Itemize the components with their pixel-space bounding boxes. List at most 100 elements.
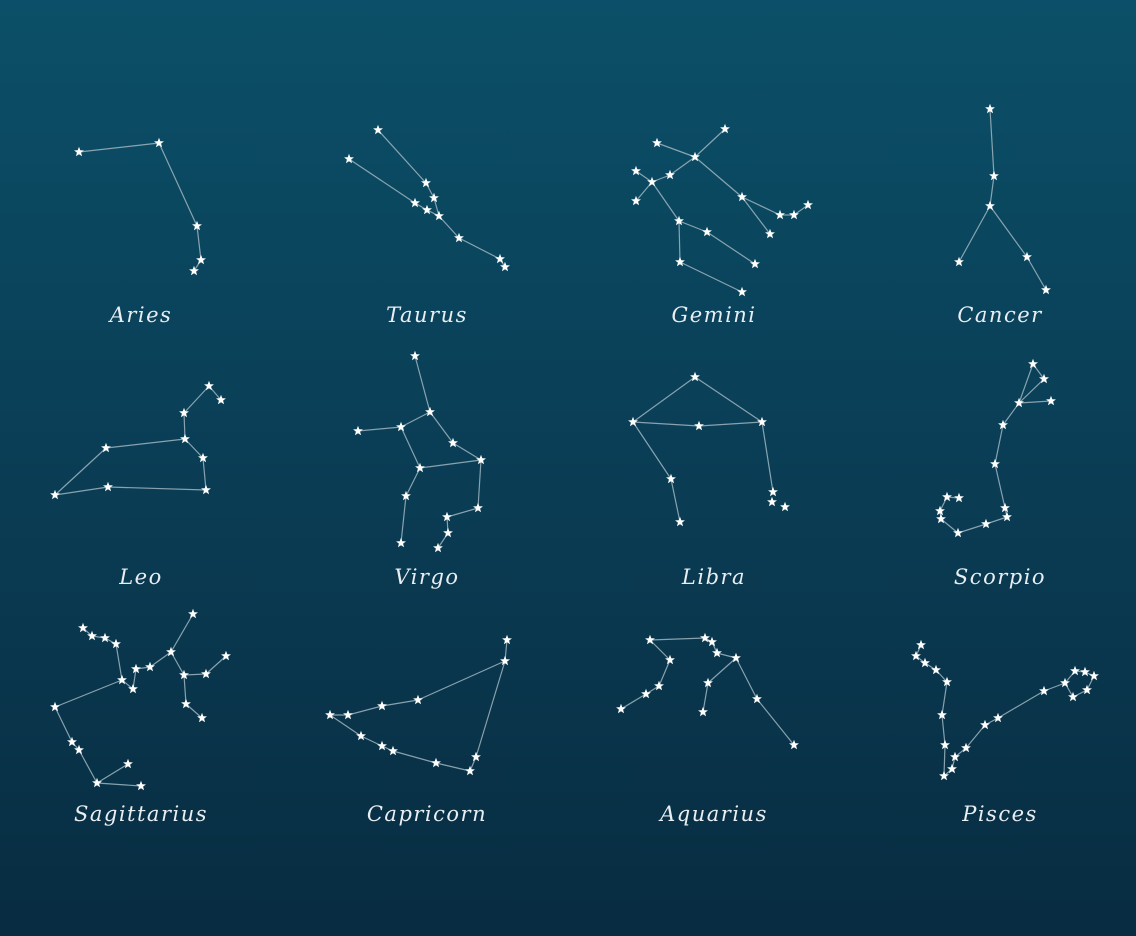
gemini-star-icon — [665, 169, 675, 180]
capricorn-star-icon — [413, 694, 423, 705]
aquarius-line — [658, 659, 671, 687]
scorpio-star-icon — [998, 419, 1008, 430]
gemini-line — [656, 142, 696, 158]
aries-star-icon — [74, 146, 84, 157]
constellation-leo — [50, 380, 226, 500]
sagittarius-star-icon — [87, 630, 97, 641]
taurus-star-icon — [373, 124, 383, 135]
gemini-line — [694, 156, 743, 198]
libra-star-icon — [666, 473, 676, 484]
gemini-star-icon — [675, 256, 685, 267]
sagittarius-star-icon — [128, 683, 138, 694]
constellation-sagittarius — [50, 608, 231, 791]
pisces-star-icon — [940, 739, 950, 750]
constellation-pisces — [911, 639, 1099, 781]
sagittarius-line — [54, 706, 73, 743]
aries-star-icon — [189, 265, 199, 276]
scorpio-star-icon — [981, 518, 991, 529]
pisces-star-icon — [937, 709, 947, 720]
capricorn-star-icon — [502, 634, 512, 645]
gemini-star-icon — [765, 228, 775, 239]
aquarius-line — [702, 682, 709, 713]
aquarius-star-icon — [698, 706, 708, 717]
pisces-star-icon — [942, 676, 952, 687]
leo-line — [105, 438, 186, 449]
virgo-star-icon — [410, 350, 420, 361]
scorpio-star-icon — [1039, 373, 1049, 384]
gemini-star-icon — [775, 209, 785, 220]
scorpio-star-icon — [935, 505, 945, 516]
virgo-star-icon — [415, 462, 425, 473]
virgo-star-icon — [473, 502, 483, 513]
gemini-star-icon — [652, 137, 662, 148]
leo-star-icon — [101, 442, 111, 453]
capricorn-line — [347, 705, 383, 716]
virgo-star-icon — [433, 542, 443, 553]
pisces-line — [941, 681, 948, 716]
aquarius-star-icon — [641, 688, 651, 699]
gemini-line — [694, 128, 726, 158]
cancer-line — [989, 108, 995, 177]
pisces-line — [941, 714, 946, 746]
constellation-aquarius — [616, 632, 799, 750]
sagittarius-line — [185, 703, 203, 719]
constellation-gemini — [631, 123, 813, 297]
leo-line — [183, 385, 210, 414]
libra-star-icon — [757, 416, 767, 427]
libra-line — [694, 376, 763, 423]
aquarius-line — [649, 639, 671, 661]
cancer-star-icon — [954, 256, 964, 267]
pisces-star-icon — [950, 751, 960, 762]
constellation-scorpio — [935, 358, 1056, 538]
label-pisces: Pisces — [961, 802, 1038, 826]
virgo-line — [405, 467, 421, 497]
cancer-star-icon — [1022, 251, 1032, 262]
label-virgo: Virgo — [394, 565, 459, 589]
aquarius-line — [756, 698, 795, 746]
gemini-line — [651, 181, 680, 222]
gemini-line — [741, 196, 771, 235]
aries-line — [158, 142, 198, 227]
libra-line — [761, 421, 774, 493]
libra-star-icon — [767, 496, 777, 507]
leo-line — [54, 447, 107, 496]
virgo-line — [429, 411, 454, 444]
cancer-line — [958, 205, 991, 263]
taurus-line — [458, 237, 501, 260]
aquarius-star-icon — [665, 654, 675, 665]
sagittarius-star-icon — [179, 669, 189, 680]
taurus-star-icon — [344, 153, 354, 164]
scorpio-line — [994, 424, 1004, 465]
capricorn-line — [329, 714, 362, 737]
gemini-star-icon — [674, 215, 684, 226]
leo-star-icon — [180, 433, 190, 444]
virgo-line — [400, 426, 421, 469]
leo-line — [184, 438, 204, 459]
sagittarius-star-icon — [117, 674, 127, 685]
gemini-line — [669, 156, 696, 176]
capricorn-line — [475, 660, 506, 758]
scorpio-line — [1018, 378, 1045, 404]
label-aquarius: Aquarius — [658, 802, 768, 826]
virgo-line — [357, 426, 402, 432]
aries-line — [78, 142, 160, 153]
label-libra: Libra — [681, 565, 746, 589]
sagittarius-star-icon — [67, 736, 77, 747]
pisces-star-icon — [931, 664, 941, 675]
sagittarius-line — [183, 674, 187, 705]
label-taurus: Taurus — [386, 303, 468, 327]
cancer-star-icon — [985, 200, 995, 211]
gemini-line — [678, 220, 708, 233]
aquarius-star-icon — [616, 703, 626, 714]
libra-star-icon — [690, 371, 700, 382]
aquarius-line — [707, 657, 737, 684]
sagittarius-star-icon — [188, 608, 198, 619]
taurus-star-icon — [410, 197, 420, 208]
aquarius-line — [620, 693, 647, 710]
libra-star-icon — [780, 501, 790, 512]
sagittarius-star-icon — [74, 744, 84, 755]
libra-line — [698, 421, 763, 427]
gemini-star-icon — [631, 165, 641, 176]
virgo-line — [452, 442, 482, 461]
virgo-star-icon — [353, 425, 363, 436]
